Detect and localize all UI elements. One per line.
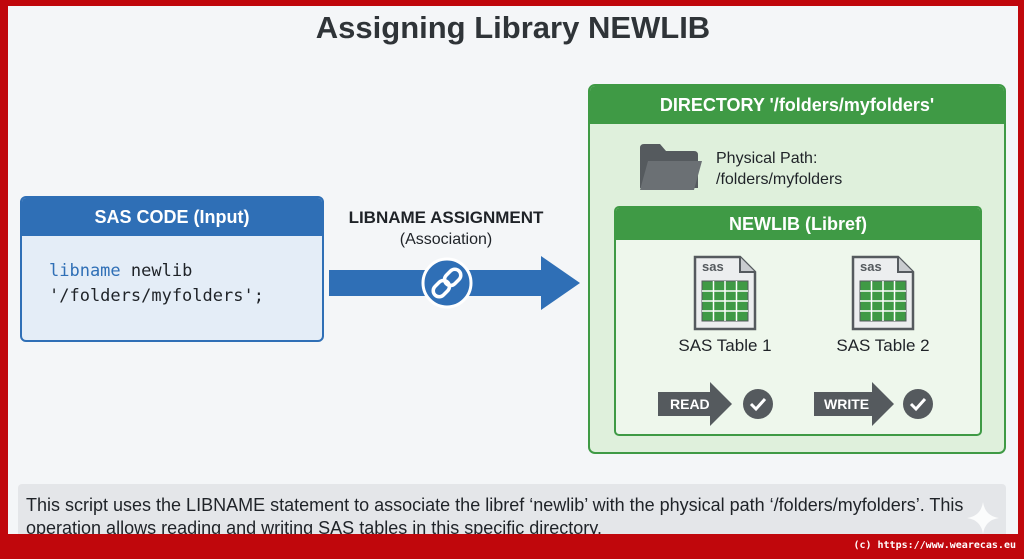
- folder-icon: [640, 144, 702, 190]
- diagram-canvas: Assigning Library NEWLIB SAS CODE (Input…: [8, 6, 1018, 534]
- sas-table-2-label: SAS Table 2: [836, 336, 930, 355]
- assignment-subtitle: (Association): [399, 231, 493, 248]
- sas-logo-text: sas: [702, 259, 724, 274]
- sas-table-1-label: SAS Table 1: [678, 336, 772, 355]
- assignment-arrow: [329, 256, 580, 310]
- code-libref: newlib: [120, 261, 193, 281]
- sas-code-header: SAS CODE (Input): [22, 198, 322, 236]
- directory-header: DIRECTORY '/folders/myfolders': [590, 86, 1004, 124]
- write-label: WRITE: [824, 396, 869, 412]
- sas-table-1-icon: sas: [693, 255, 757, 331]
- sas-table-2-icon: sas: [851, 255, 915, 331]
- libref-box: NEWLIB (Libref) sas SAS Table 1 sas: [614, 206, 982, 436]
- sas-code-box: SAS CODE (Input) libname newlib '/folder…: [20, 196, 324, 342]
- copyright-footer[interactable]: (c) https://www.wearecas.eu: [853, 540, 1016, 551]
- write-check-icon: [903, 389, 933, 419]
- description-box: This script uses the LIBNAME statement t…: [18, 484, 1006, 534]
- sas-code-text: libname newlib '/folders/myfolders';: [22, 236, 322, 309]
- read-operation: READ: [658, 382, 773, 426]
- read-check-icon: [743, 389, 773, 419]
- read-label: READ: [670, 396, 710, 412]
- sas-logo-text: sas: [860, 259, 882, 274]
- assignment-title: LIBNAME ASSIGNMENT: [348, 208, 544, 227]
- physical-path-label: Physical Path:: [716, 150, 818, 167]
- physical-path: Physical Path: /folders/myfolders: [716, 148, 842, 190]
- code-path: '/folders/myfolders';: [49, 286, 264, 306]
- description-text: This script uses the LIBNAME statement t…: [26, 495, 964, 534]
- directory-box: DIRECTORY '/folders/myfolders' Physical …: [588, 84, 1006, 454]
- libref-header: NEWLIB (Libref): [616, 208, 980, 240]
- link-icon: [421, 257, 473, 309]
- code-keyword: libname: [49, 261, 121, 281]
- page-title: Assigning Library NEWLIB: [315, 10, 711, 45]
- physical-path-value: /folders/myfolders: [716, 171, 843, 188]
- sparkle-icon: [967, 502, 999, 534]
- write-operation: WRITE: [814, 382, 933, 426]
